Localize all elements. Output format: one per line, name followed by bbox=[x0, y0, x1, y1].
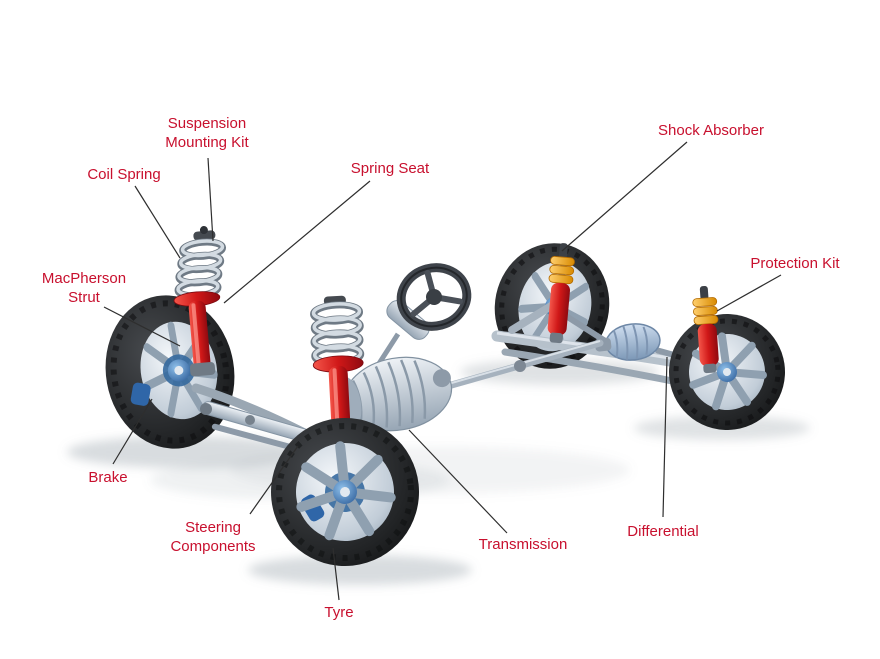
tire-tread bbox=[276, 423, 414, 561]
coil-spring-centre bbox=[310, 301, 365, 367]
leader-line-suspension-mounting-kit bbox=[207, 157, 214, 242]
strut-highlight bbox=[191, 303, 201, 368]
macpherson-strut-centre bbox=[310, 295, 365, 439]
shock-body bbox=[697, 323, 719, 367]
shock-mount bbox=[703, 363, 717, 374]
hub-cap bbox=[174, 365, 184, 375]
ball-joint bbox=[245, 415, 255, 425]
shock-absorber-rear-left bbox=[547, 243, 575, 344]
coil-spring-front bbox=[174, 238, 227, 300]
brake-caliper bbox=[130, 382, 151, 406]
shock-absorber-rear-right bbox=[692, 286, 719, 374]
shock-body bbox=[547, 282, 570, 336]
suspension-top-mount bbox=[193, 230, 216, 241]
shock-stem bbox=[699, 286, 709, 301]
cv-joint bbox=[514, 360, 526, 372]
ball-joint bbox=[200, 403, 212, 415]
leader-line-spring-seat bbox=[223, 180, 371, 304]
macpherson-strut-front bbox=[173, 226, 227, 377]
leader-line-steering-components bbox=[249, 445, 299, 515]
leader-line-shock-absorber bbox=[561, 141, 688, 252]
front-centre-wheel bbox=[271, 418, 419, 566]
leader-line-brake bbox=[112, 398, 153, 465]
hub-cap bbox=[340, 487, 350, 497]
tire-tread bbox=[499, 246, 605, 366]
protection-boot bbox=[548, 256, 575, 285]
mount-nut bbox=[199, 226, 208, 235]
leader-line-protection-kit bbox=[716, 274, 782, 312]
leader-lines bbox=[103, 141, 782, 601]
strut-clamp bbox=[189, 361, 216, 377]
hub-cap bbox=[723, 368, 731, 376]
strut-highlight bbox=[332, 368, 340, 435]
steering-wheel bbox=[396, 263, 472, 331]
leader-line-transmission bbox=[408, 429, 508, 534]
shock-mount bbox=[549, 332, 563, 344]
protection-boot bbox=[692, 297, 719, 325]
leader-line-differential bbox=[662, 356, 668, 518]
front-left-wheel bbox=[105, 295, 235, 449]
drive-shaft bbox=[444, 339, 604, 390]
leader-line-macpherson-strut bbox=[103, 306, 181, 347]
output-shaft bbox=[432, 369, 451, 388]
leader-line-tyre bbox=[332, 547, 340, 601]
leader-line-coil-spring bbox=[134, 185, 181, 259]
